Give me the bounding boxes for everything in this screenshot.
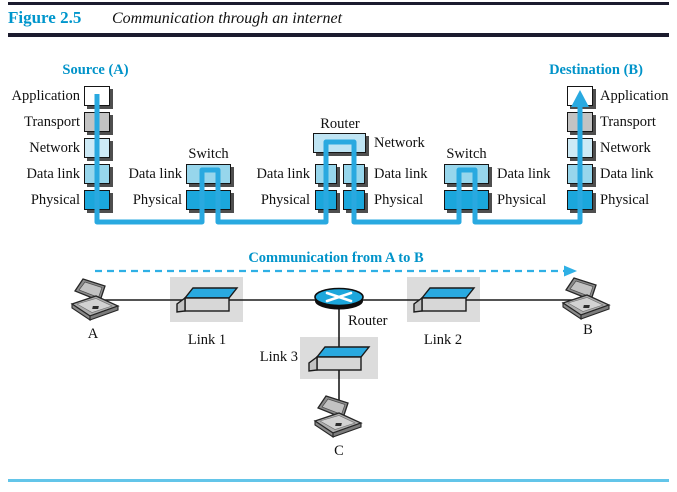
source-layer-label-datalink: Data link: [26, 166, 80, 182]
switch-right-datalink-box: [444, 164, 489, 184]
destination-arrow-icon: [571, 90, 589, 107]
switch-right-datalink-label: Data link: [497, 166, 551, 182]
header-bottom-rule: [8, 33, 669, 37]
source-layer-label-physical: Physical: [30, 192, 80, 208]
switch-left-label: Switch: [188, 146, 229, 162]
router-label: Router: [320, 116, 360, 132]
figure-label: Figure 2.5: [8, 8, 82, 27]
destination-layer-label-physical: Physical: [600, 192, 650, 208]
router-right-physical-label: Physical: [374, 192, 424, 208]
switch-left-physical-label: Physical: [132, 192, 182, 208]
router-icon: [314, 287, 364, 310]
link3-label: Link 3: [259, 349, 298, 365]
router-right-datalink-label: Data link: [374, 166, 428, 182]
flow-arrowhead-icon: [564, 265, 577, 277]
footer-rule: [8, 479, 669, 482]
destination-layer-label-datalink: Data link: [600, 166, 654, 182]
flow-label: Communication from A to B: [248, 250, 424, 266]
router-left-datalink-label: Data link: [256, 166, 310, 182]
host-a-label: A: [87, 326, 99, 342]
destination-layer-label-network: Network: [600, 140, 651, 156]
switch-left-datalink-label: Data link: [128, 166, 182, 182]
source-layer-label-network: Network: [29, 140, 80, 156]
switch-right-label: Switch: [446, 146, 487, 162]
router-network-label: Network: [374, 135, 425, 151]
bottom-router-label: Router: [348, 313, 388, 329]
destination-layer-label-application: Application: [600, 88, 669, 104]
link2-label: Link 2: [423, 332, 463, 348]
header-top-rule: [8, 2, 669, 5]
host-c-label: C: [334, 443, 344, 459]
link1-label: Link 1: [187, 332, 227, 348]
source-layer-label-transport: Transport: [24, 114, 80, 130]
source-layer-label-application: Application: [11, 88, 80, 104]
figure-title: Communication through an internet: [112, 10, 343, 27]
destination-layer-label-transport: Transport: [600, 114, 656, 130]
switch-right-physical-label: Physical: [497, 192, 547, 208]
source-heading: Source (A): [62, 62, 129, 78]
switch-right-physical-box: [444, 190, 489, 210]
host-b-label: B: [583, 322, 593, 338]
destination-heading: Destination (B): [549, 62, 643, 78]
protocol-path: [94, 94, 583, 225]
router-left-physical-label: Physical: [260, 192, 310, 208]
